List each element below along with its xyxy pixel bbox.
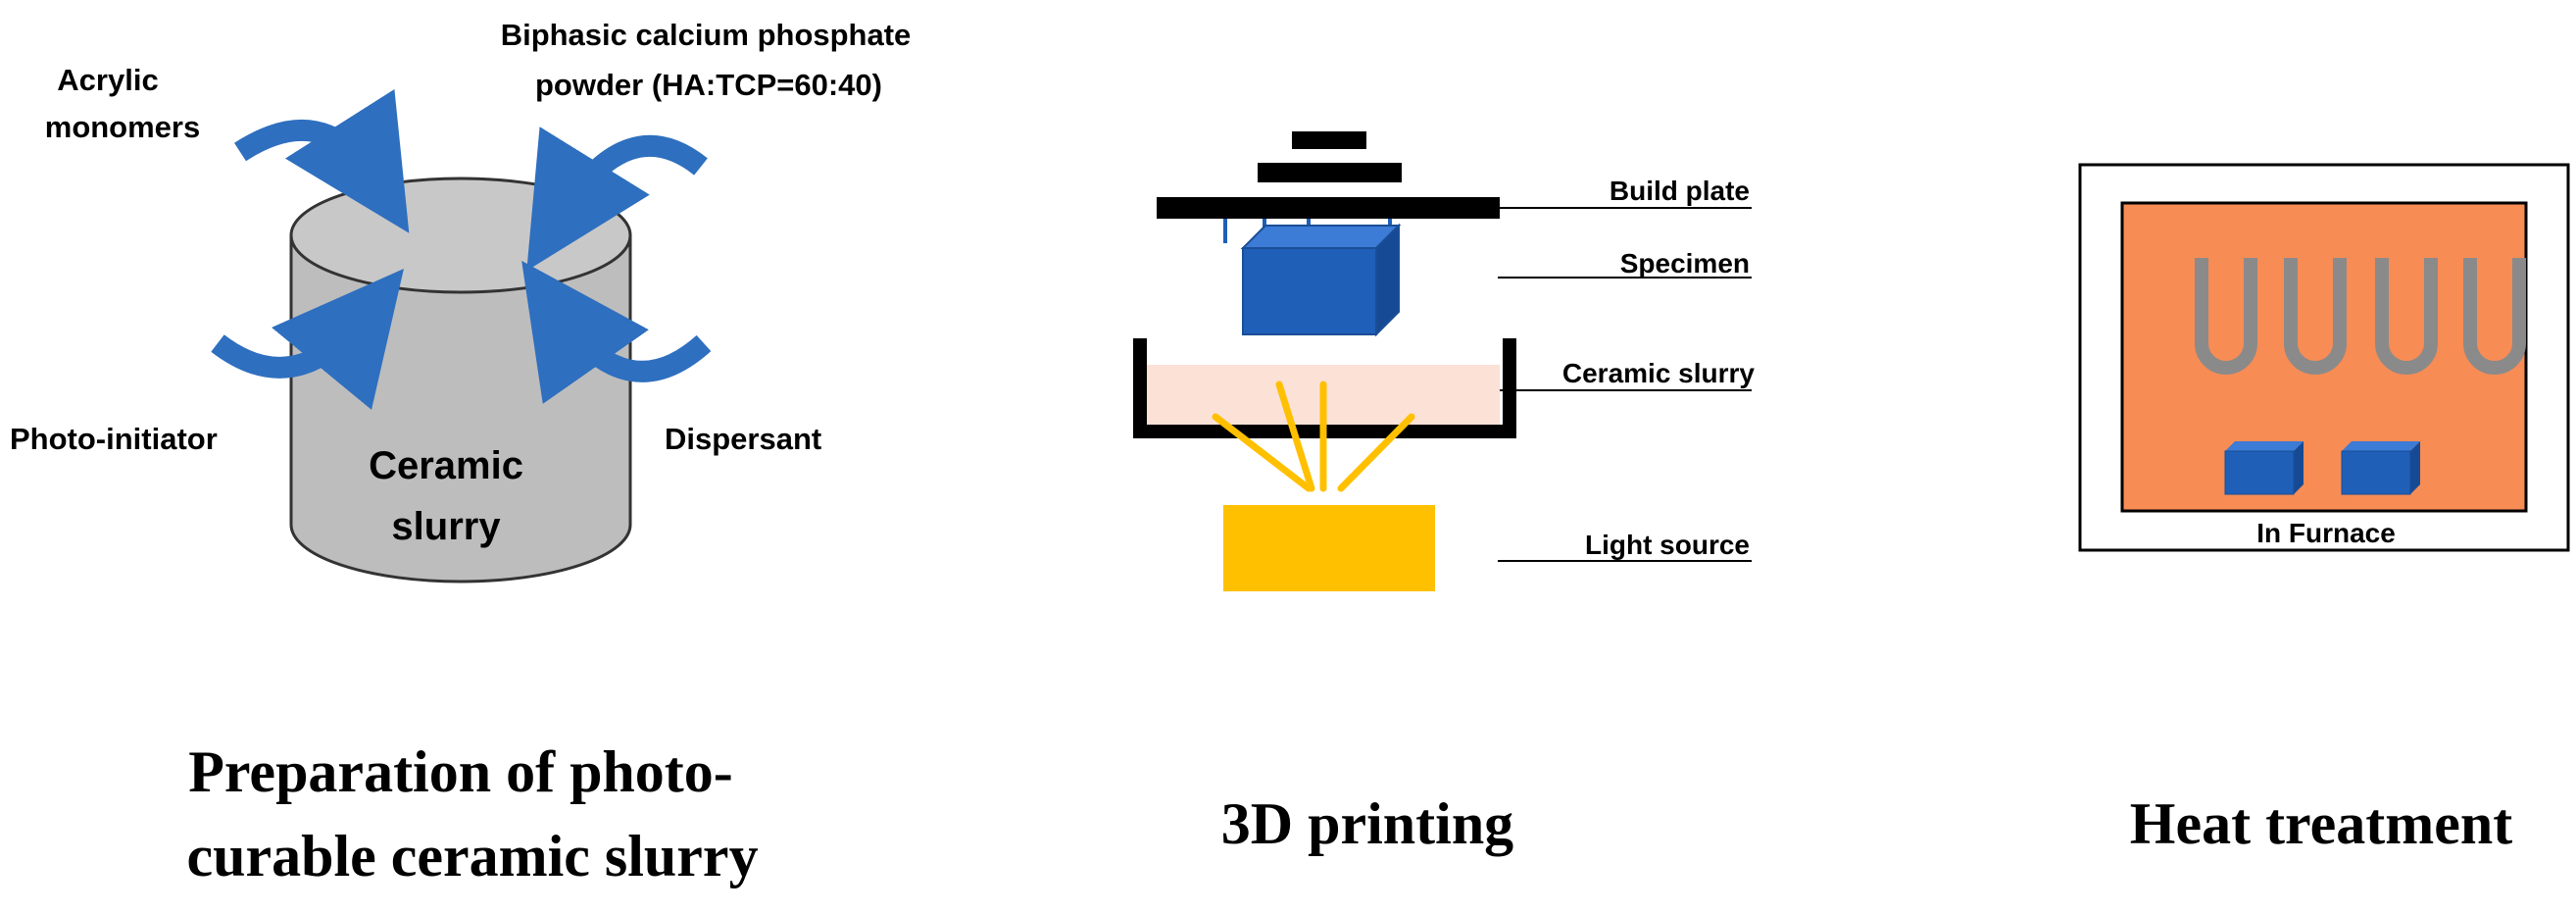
build-plate-top <box>1292 131 1366 149</box>
arrow-photo-initiator-icon <box>211 269 404 410</box>
caption-preparation-line1: Preparation of photo- <box>188 739 733 804</box>
specimen-cube <box>1240 223 1402 337</box>
leader-lines <box>1498 207 1752 562</box>
label-acrylic-line2: monomers <box>45 110 200 144</box>
panel-3d-printing: Build plate Specimen Ceramic slurry Ligh… <box>1133 131 1756 856</box>
furnace-chamber <box>2120 201 2528 513</box>
label-acrylic-line1: Acrylic <box>57 63 158 97</box>
light-rays <box>1212 380 1415 492</box>
label-bcp-line1: Biphasic calcium phosphate <box>501 18 912 52</box>
furnace-specimen-2 <box>2341 441 2420 495</box>
light-source <box>1223 505 1435 591</box>
container-label-line1: Ceramic <box>369 444 523 487</box>
heating-elements-icon <box>2195 258 2526 375</box>
caption-heat-treatment: Heat treatment <box>2130 791 2512 856</box>
label-in-furnace: In Furnace <box>2256 518 2396 548</box>
label-specimen: Specimen <box>1620 248 1750 279</box>
build-plate <box>1157 197 1500 219</box>
container-label-line2: slurry <box>391 505 501 548</box>
label-photo-initiator: Photo-initiator <box>10 422 218 456</box>
build-plate-mid <box>1258 163 1402 182</box>
label-build-plate: Build plate <box>1610 176 1750 206</box>
arrow-acrylic-monomers-icon <box>234 88 410 233</box>
label-ceramic-slurry: Ceramic slurry <box>1562 358 1756 388</box>
panel-heat-treatment: In Furnace Heat treatment <box>2078 163 2570 856</box>
arrow-bcp-powder-icon <box>526 127 708 272</box>
furnace-specimen-1 <box>2224 441 2304 495</box>
panel-preparation: Ceramic slurry Acrylic monomers Biphasic… <box>10 18 911 888</box>
label-bcp-line2: powder (HA:TCP=60:40) <box>535 68 882 102</box>
caption-3d-printing: 3D printing <box>1221 791 1513 856</box>
label-light-source: Light source <box>1585 530 1750 560</box>
label-dispersant: Dispersant <box>665 422 821 456</box>
caption-preparation-line2: curable ceramic slurry <box>186 824 758 888</box>
arrow-dispersant-icon <box>521 260 712 404</box>
